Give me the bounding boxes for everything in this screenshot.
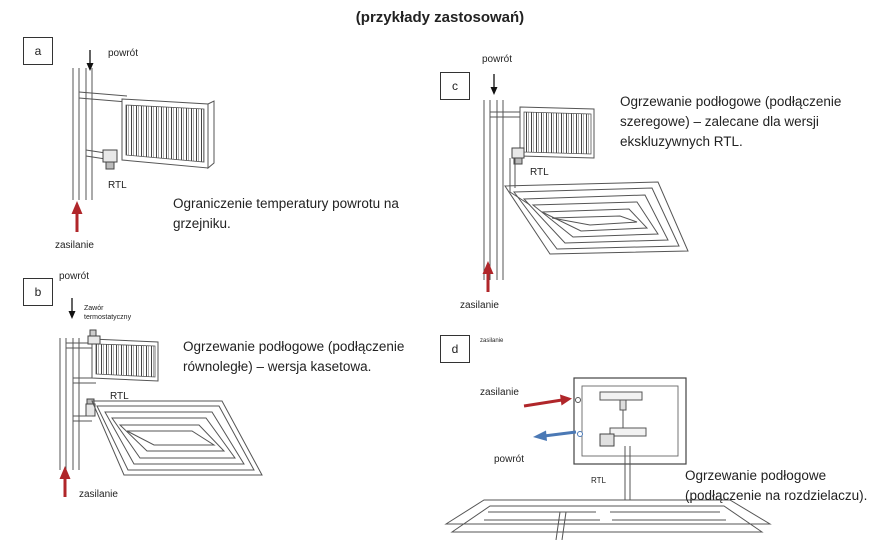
panel-a-drawing — [71, 50, 215, 232]
panel-b-letter-box: b — [23, 278, 53, 306]
panel-d-return-label: powrót — [494, 454, 525, 465]
description-line: Ogrzewanie podłogowe (podłączenie — [183, 339, 405, 354]
supply-arrow-icon — [523, 394, 572, 408]
panel-c-letter-box: c — [440, 72, 470, 100]
panel-b-description: Ogrzewanie podłogowe (podłączenie równol… — [183, 337, 404, 377]
description-line: ekskluzywnych RTL. — [620, 134, 743, 149]
description-line: Ogrzewanie podłogowe — [685, 468, 827, 483]
panel-a-return-label: powrót — [108, 48, 139, 59]
rtl-valve-icon — [102, 149, 118, 170]
panel-b-letter: b — [34, 285, 42, 299]
radiator-icon — [91, 338, 159, 382]
panel-d-letter: d — [451, 342, 459, 356]
panel-c-rtl-label: RTL — [530, 167, 549, 178]
panel-d-description: Ogrzewanie podłogowe (podłączenie na roz… — [685, 466, 867, 506]
thermostatic-valve-icon — [87, 329, 101, 345]
panel-b-supply-label: zasilanie — [79, 489, 118, 500]
rtl-valve-icon — [511, 147, 525, 165]
panel-b-drawing — [59, 298, 263, 497]
description-line: grzejniku. — [173, 216, 231, 231]
panel-c-drawing — [482, 74, 689, 292]
manifold-cabinet-icon — [573, 377, 687, 475]
radiator-icon — [519, 106, 595, 159]
supply-arrow-icon — [59, 466, 71, 497]
panel-b-thermostatic-label: Zawór termostatyczny — [84, 304, 131, 322]
floor-heating-coil-icon — [91, 400, 263, 476]
panel-a-letter-box: a — [23, 37, 53, 65]
panel-d-letter-box: d — [440, 335, 470, 363]
description-line: szeregowe) – zalecane dla wersji — [620, 114, 819, 129]
description-line: (podłączenie na rozdzielaczu). — [685, 488, 868, 503]
description-line: Ograniczenie temperatury powrotu na — [173, 196, 399, 211]
return-arrow-icon — [68, 298, 76, 319]
supply-arrow-icon — [71, 201, 83, 232]
panel-c-supply-label: zasilanie — [460, 300, 499, 311]
panel-c-return-label: powrót — [482, 54, 513, 65]
panel-d-rtl-label: RTL — [591, 476, 606, 485]
panel-a-rtl-label: RTL — [108, 180, 127, 191]
panel-c-letter: c — [452, 79, 458, 93]
panel-d-supply-label: zasilanie — [480, 387, 519, 398]
floor-heating-coil-icon — [504, 181, 689, 255]
panel-d-drawing — [444, 377, 772, 540]
description-line: Ogrzewanie podłogowe (podłączenie — [620, 94, 842, 109]
panel-a-supply-label: zasilanie — [55, 240, 94, 251]
supply-arrow-icon — [482, 261, 494, 292]
thermostatic-label-line: termostatyczny — [84, 314, 132, 321]
return-arrow-icon — [86, 50, 94, 71]
floor-heating-coil-icon — [444, 499, 772, 540]
panel-c-description: Ogrzewanie podłogowe (podłączenie szereg… — [620, 92, 841, 152]
return-arrow-icon — [533, 430, 577, 441]
description-line: równoległe) – wersja kasetowa. — [183, 359, 372, 374]
rtl-valve-icon — [85, 398, 96, 417]
panel-b-rtl-label: RTL — [110, 391, 129, 402]
thermostatic-label-line: Zawór — [84, 305, 104, 312]
panel-d-small-label: zasilanie — [480, 338, 504, 344]
panel-a-letter: a — [34, 44, 42, 58]
panel-b-return-label: powrót — [59, 271, 90, 282]
page-title: (przykłady zastosowań) — [355, 9, 525, 26]
radiator-icon — [121, 98, 215, 170]
return-arrow-icon — [490, 74, 498, 95]
panel-a-description: Ograniczenie temperatury powrotu na grze… — [173, 194, 399, 234]
